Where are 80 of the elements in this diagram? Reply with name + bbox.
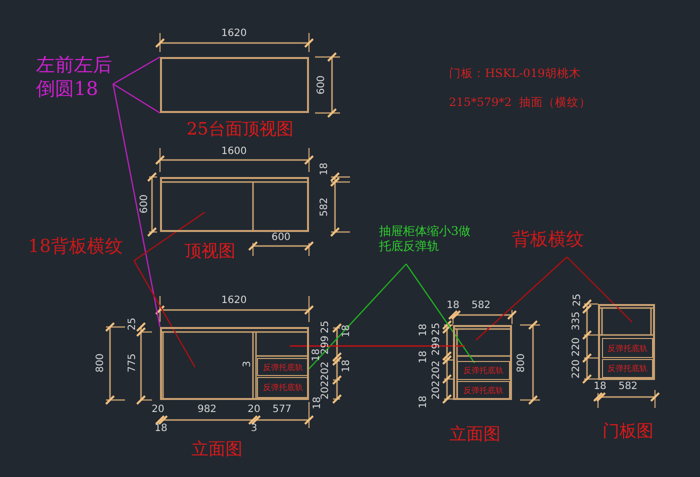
view-title: 25台面顶视图 [186,122,294,138]
drawer-panel [257,377,309,398]
annotation-text: 左前左后倒圆18 [36,54,118,104]
dimension-value: 775 [128,353,138,373]
drawer-panel [457,381,510,399]
leader-line [566,256,633,323]
dimension-value: 582 [618,382,638,392]
dimension-value: 982 [197,405,217,415]
dimension-value: 600 [271,233,291,243]
leader-line [112,84,161,328]
drawer-panel [257,358,309,376]
note-text: 门板：HSKL-019胡桃木 [449,68,581,80]
drawer-label: 反弹托底轨 [608,363,648,374]
drawer-label: 反弹托底轨 [263,382,303,393]
dimension-value: 335 [572,311,582,331]
dimension-value: 18 [419,324,429,336]
dimension-value: 202 [432,380,442,400]
dimension-value: 18 [320,162,330,176]
dimension-value: 25 [432,322,442,336]
leader-line [112,56,160,85]
cabinet-top-view [160,177,309,232]
dimension-value: 18 [154,424,168,434]
leader-line [134,212,206,262]
dimension-value: 18 [419,396,429,408]
dimension-value: 299 [321,335,331,355]
view-title: 立面图 [192,442,242,458]
dimension-value: 600 [140,194,150,214]
drawer-label: 反弹托底轨 [464,384,504,396]
dimension-value: 18 [419,350,429,364]
drawer-panel [602,359,653,378]
dimension-value: 202 [432,360,442,380]
leader-line [290,345,465,347]
dimension-value: 25 [573,294,583,306]
view-title: 立面图 [450,426,500,444]
dimension-value: 582 [471,301,491,311]
dimension-value: 20 [152,405,164,415]
dimension-value: 20 [248,405,260,415]
dimension-value: 299 [432,336,442,356]
annotation-text: 抽屉柜体缩小3做托底反弹轨 [379,224,476,264]
leader-line [133,260,196,368]
dimension-value: 220 [572,337,582,357]
door-panel-view [598,304,655,380]
dimension-value: 18 [342,324,352,338]
dimension-value: 800 [517,353,527,373]
drawer-label: 反弹托底轨 [263,362,303,372]
leader-line [308,264,407,370]
dimension-value: 220 [572,359,582,379]
countertop-outline [160,57,309,113]
drawer-panel [457,361,510,380]
dimension-value: 582 [320,197,330,217]
dimension-value: 3 [243,360,253,368]
cabinet-side-elevation [453,325,512,400]
dimension-value: 800 [96,353,106,373]
note-text: 215*579*2 抽面（横纹） [449,97,592,108]
dimension-value: 1620 [221,296,247,306]
dimension-value: 25 [321,320,331,334]
annotation-text: 背板横纹 [512,229,624,257]
leader-line [476,256,568,340]
dimension-value: 18 [312,348,322,362]
dimension-value: 18 [594,382,606,392]
dimension-value: 577 [272,405,292,415]
dimension-value: 18 [313,396,323,410]
dimension-value: 3 [250,424,258,434]
dimension-value: 202 [321,380,331,400]
dimension-value: 1600 [221,147,247,157]
dimension-value: 25 [128,318,138,330]
view-title: 门板图 [602,424,654,440]
drawer-label: 反弹托底轨 [464,365,504,376]
annotation-text: 18背板横纹 [28,236,134,262]
dimension-value: 18 [342,360,352,372]
dimension-value: 1620 [221,29,247,39]
dimension-value: 18 [446,301,460,311]
leader-line [112,83,160,114]
dimension-value: 202 [321,361,331,381]
drawer-label: 反弹托底轨 [608,342,648,354]
dimension-value: 600 [317,75,327,95]
drawer-panel [602,338,653,358]
leader-line [406,264,475,364]
cabinet-elevation [160,327,309,400]
view-title: 顶视图 [184,244,236,260]
